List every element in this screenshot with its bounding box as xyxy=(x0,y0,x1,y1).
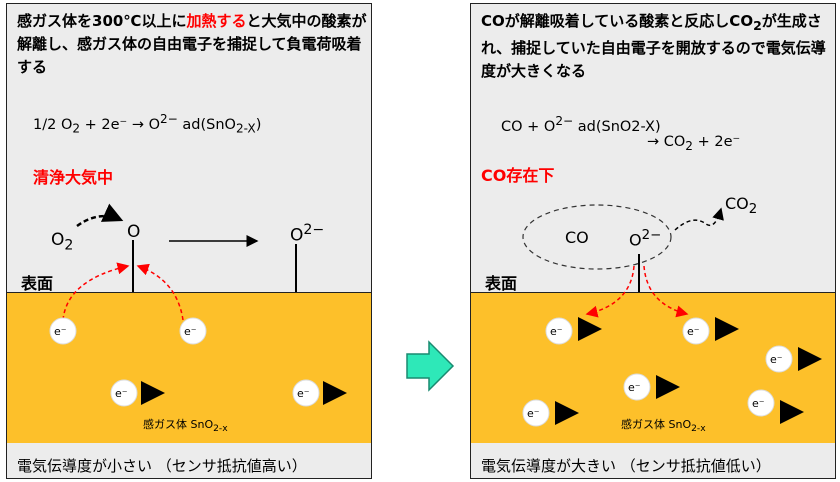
left-reaction-equation: 1/2 O2 + 2e⁻ → O2− ad(SnO2-X) xyxy=(33,112,262,136)
heating-highlight: 加熱する xyxy=(186,12,247,30)
sensor-material-label: 感ガス体 SnO2-x xyxy=(621,418,706,435)
left-panel: 感ガス体を300℃以上に加熱すると大気中の酸素が解離し、感ガス体の自由電子を捕捉… xyxy=(6,3,372,479)
svg-text:e⁻: e⁻ xyxy=(687,325,700,338)
transition-arrow xyxy=(406,340,455,392)
o2-minus-label: O2− xyxy=(629,228,662,250)
svg-text:e⁻: e⁻ xyxy=(115,387,128,400)
reaction-ellipse xyxy=(522,204,672,270)
electron: e⁻ xyxy=(179,317,207,345)
svg-text:e⁻: e⁻ xyxy=(54,325,67,338)
electron-release-path-right xyxy=(643,265,689,318)
right-reaction-equation-line2: → CO2 + 2e⁻ xyxy=(647,134,741,153)
left-diagram-graphics: e⁻ e⁻ e⁻ e⁻ xyxy=(49,203,347,407)
electron-release-path-left xyxy=(585,265,635,318)
electron: e⁻ xyxy=(765,345,793,373)
electron: e⁻ xyxy=(545,317,573,345)
svg-text:e⁻: e⁻ xyxy=(752,397,765,410)
co2-product-label: CO2 xyxy=(725,194,758,218)
svg-text:e⁻: e⁻ xyxy=(628,381,641,394)
co-molecule-label: CO xyxy=(565,228,589,247)
electron: e⁻ xyxy=(522,399,550,427)
right-conductivity-caption: 電気伝導度が大きい （センサ抵抗値低い） xyxy=(481,457,771,475)
left-conductivity-caption: 電気伝導度が小さい （センサ抵抗値高い） xyxy=(17,457,307,475)
electron: e⁻ xyxy=(110,379,138,407)
o2-minus-label: O2− xyxy=(290,222,325,246)
electron: e⁻ xyxy=(623,373,651,401)
dissociation-arrow xyxy=(76,203,124,228)
sensor-substrate xyxy=(7,292,371,443)
electron: e⁻ xyxy=(292,379,320,407)
condition-label-clean-air: 清浄大気中 xyxy=(33,168,114,187)
co2-release-arrow xyxy=(674,207,724,231)
svg-text:e⁻: e⁻ xyxy=(527,407,540,420)
svg-text:e⁻: e⁻ xyxy=(184,325,197,338)
right-diagram-graphics: e⁻ e⁻ e⁻ e⁻ e⁻ e⁻ xyxy=(522,204,822,427)
svg-text:e⁻: e⁻ xyxy=(550,325,563,338)
sensor-material-label: 感ガス体 SnO2-x xyxy=(143,418,228,435)
electron: e⁻ xyxy=(682,317,710,345)
o2-molecule-label: O2 xyxy=(51,230,74,254)
electron-capture-path-right xyxy=(136,263,184,321)
surface-label: 表面 xyxy=(485,274,518,293)
right-reaction-equation-line1: CO + O2− ad(SnO2-X) xyxy=(501,114,661,135)
right-panel: COが解離吸着している酸素と反応しCO2が生成され、捕捉していた自由電子を開放す… xyxy=(470,3,836,479)
svg-text:e⁻: e⁻ xyxy=(297,387,310,400)
surface-label: 表面 xyxy=(21,274,54,293)
svg-text:e⁻: e⁻ xyxy=(770,353,783,366)
electron-capture-path-left xyxy=(62,262,130,321)
right-description: COが解離吸着している酸素と反応しCO2が生成され、捕捉していた自由電子を開放す… xyxy=(481,12,826,80)
left-description: 感ガス体を300℃以上に加熱すると大気中の酸素が解離し、感ガス体の自由電子を捕捉… xyxy=(17,12,367,76)
electron: e⁻ xyxy=(49,317,77,345)
adsorbed-o-label: O xyxy=(127,222,141,242)
electron: e⁻ xyxy=(747,389,775,417)
condition-label-co-present: CO存在下 xyxy=(481,166,555,185)
